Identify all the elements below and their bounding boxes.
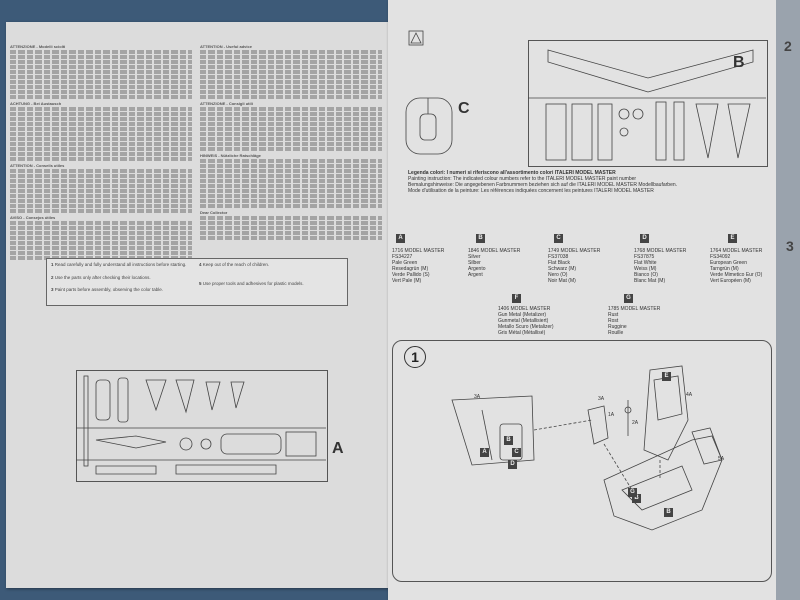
paint-entry-a: 1716 MODEL MASTER FS34227 Pale Green Res… [392, 248, 445, 284]
note-1: 1 Read carefully and fully understand al… [51, 262, 187, 267]
paint-entry-d: 1768 MODEL MASTER FS37875 Flat White Wei… [634, 248, 687, 284]
instruction-sheet-right: B C Legenda colori: I numeri si riferisc… [388, 0, 786, 600]
color-ref-b: B [504, 436, 513, 445]
callout-5a: 5A [718, 456, 725, 462]
step-1-frame [392, 340, 772, 582]
sprue-a-parts [76, 375, 326, 475]
color-ref-g: G [628, 488, 637, 497]
sprue-c-label: C [458, 100, 470, 117]
paint-entry-e: 1764 MODEL MASTER FS34092 European Green… [710, 248, 763, 284]
paint-letter-b: B [476, 234, 485, 243]
note-3: 3 Paint parts before assembly, observing… [51, 287, 164, 292]
sprue-c-parts [405, 97, 453, 155]
section-heading: ATTENTION - Useful advice [200, 44, 252, 49]
notes-box: 1 Read carefully and fully understand al… [46, 258, 348, 306]
paint-letter-d: D [640, 234, 649, 243]
paint-letter-g: G [624, 294, 633, 303]
sprue-b-label: B [733, 54, 745, 71]
section-heading: ACHTUNG - Bei Austausch [10, 101, 62, 106]
paint-letter-f: F [512, 294, 521, 303]
color-ref-e: E [662, 372, 671, 381]
callout-2a: 2A [632, 420, 639, 426]
edge-page-number-3: 3 [786, 238, 794, 254]
paint-entry-b: 1846 MODEL MASTER Silver Silber Argento … [468, 248, 521, 278]
section-heading: ATTENZIONE - Consigli utili [200, 101, 253, 106]
sprue-a-label: A [332, 440, 344, 457]
section-heading: Dear Collector [200, 210, 228, 215]
legend-line: Painting instruction: The indicated colo… [408, 176, 637, 182]
section-heading: HINWEIS - Nützliche Ratschläge [200, 153, 261, 158]
paint-letter-a: A [396, 234, 405, 243]
paint-entry-c: 1749 MODEL MASTER FS37038 Flat Black Sch… [548, 248, 601, 284]
paint-letter-e: E [728, 234, 737, 243]
legend-line: Mode d'utilisation de la peinture: Les r… [408, 188, 654, 194]
callout-4a: 4A [686, 392, 693, 398]
paint-entry-g: 1785 MODEL MASTER Rust Rost Ruggine Roui… [608, 306, 661, 336]
legend-line: Bemalungshinweise: Die angegebenen Farbn… [408, 182, 678, 188]
warning-symbol-icon [408, 30, 424, 46]
step-number: 1 [404, 346, 426, 368]
callout-3a: 3A [474, 394, 481, 400]
next-page-edge [776, 0, 800, 600]
color-ref-d: D [508, 460, 517, 469]
sprue-b-frame [528, 40, 768, 167]
section-heading: ATTENTION - Conseils utiles [10, 163, 65, 168]
callout-3a-middle: 3A [598, 396, 605, 402]
text-column-1: ATTENZIONE - Modelli sciolti ACHTUNG - B… [10, 42, 192, 274]
section-heading: AVISO - Consejos útiles [10, 215, 56, 220]
paint-entry-f: 1406 MODEL MASTER Gun Metal (Metalizer) … [498, 306, 554, 336]
sprue-a-frame [76, 370, 328, 482]
instruction-sheet-left: ATTENZIONE - Modelli sciolti ACHTUNG - B… [6, 22, 388, 588]
legend-line: Legenda colori: I numeri si riferiscono … [408, 170, 616, 176]
note-2: 2 Use the parts only after checking thei… [51, 275, 151, 280]
color-ref-c: C [512, 448, 521, 457]
note-5: 5 Use proper tools and adhesives for pla… [199, 281, 304, 286]
callout-1a: 1A [608, 412, 615, 418]
color-ref-b-2: B [632, 494, 641, 503]
step-1-diagram [451, 365, 723, 531]
paint-legend: Legenda colori: I numeri si riferiscono … [408, 170, 748, 194]
edge-page-number-2: 2 [784, 38, 792, 54]
section-heading: ATTENZIONE - Modelli sciolti [10, 44, 66, 49]
color-ref-b-3: B [664, 508, 673, 517]
color-ref-a: A [480, 448, 489, 457]
sprue-b-parts [528, 49, 766, 161]
paint-letter-c: C [554, 234, 563, 243]
text-column-2: ATTENTION - Useful advice ATTENZIONE - C… [200, 42, 382, 274]
note-4: 4 Keep out of the reach of children. [199, 262, 270, 267]
